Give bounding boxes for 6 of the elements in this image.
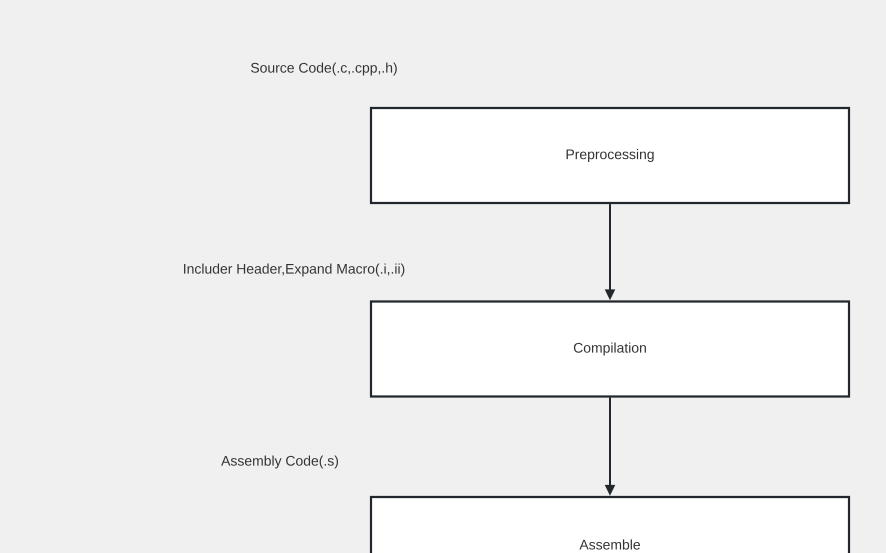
process-box: Preprocessing — [370, 106, 850, 204]
stage-label: Source Code(.c,.cpp,.h) — [251, 62, 397, 76]
stage-label: Assembly Code(.s) — [221, 456, 338, 468]
process-box: Compilation — [370, 300, 850, 398]
process-box: Assemble — [370, 496, 850, 553]
stage-label: Includer Header,Expand Macro(.i,.ii) — [184, 264, 404, 276]
